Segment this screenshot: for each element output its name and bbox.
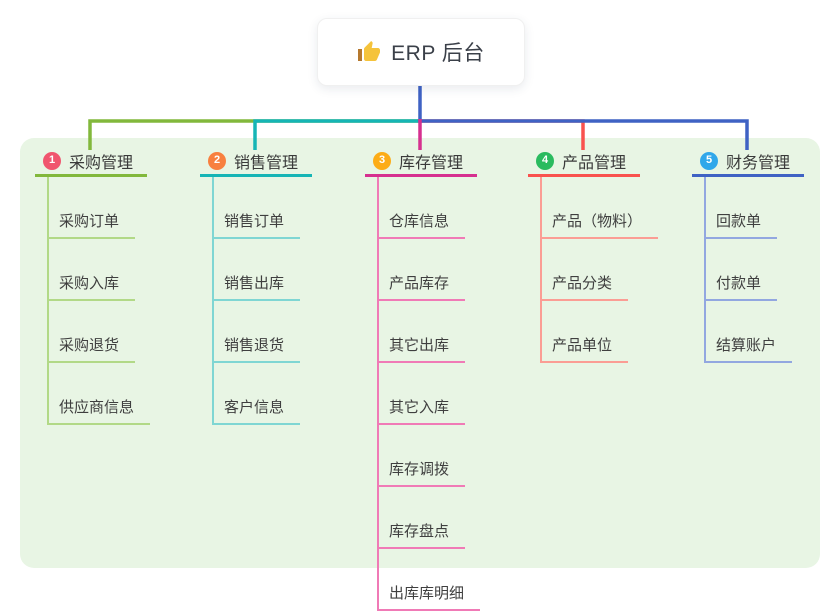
branch-title-label: 销售管理 <box>234 154 299 172</box>
branch-title-label: 产品管理 <box>562 154 627 172</box>
branch-item[interactable]: 销售退货 <box>212 301 301 363</box>
branch-item[interactable]: 产品单位 <box>540 301 629 363</box>
mindmap-background-panel <box>20 138 820 568</box>
branch-number-badge: 1 <box>43 151 61 170</box>
thumbs-up-icon <box>358 41 381 61</box>
branch-item[interactable]: 销售订单 <box>212 177 301 239</box>
branch-column-2: 2 销售管理 销售订单销售出库销售退货客户信息 <box>200 147 313 425</box>
branch-item[interactable]: 销售出库 <box>212 239 301 301</box>
branch-number-badge: 3 <box>373 151 391 170</box>
root-node[interactable]: ERP 后台 <box>317 18 525 86</box>
branch-items: 采购订单采购入库采购退货供应商信息 <box>47 177 151 425</box>
branch-title-label: 采购管理 <box>69 154 134 172</box>
branch-items: 仓库信息产品库存其它出库其它入库库存调拨库存盘点出库库明细 <box>377 177 481 611</box>
branch-column-5: 5 财务管理 回款单付款单结算账户 <box>692 147 805 363</box>
branch-items: 销售订单销售出库销售退货客户信息 <box>212 177 301 425</box>
branch-title-label: 财务管理 <box>726 154 791 172</box>
branch-item[interactable]: 采购退货 <box>47 301 136 363</box>
branch-column-1: 1 采购管理 采购订单采购入库采购退货供应商信息 <box>35 147 151 425</box>
branch-title[interactable]: 5 财务管理 <box>692 147 805 177</box>
branch-title[interactable]: 3 库存管理 <box>365 147 478 177</box>
branch-item[interactable]: 库存调拨 <box>377 425 466 487</box>
branch-item[interactable]: 其它出库 <box>377 301 466 363</box>
branch-item[interactable]: 产品（物料） <box>540 177 659 239</box>
branch-item[interactable]: 采购入库 <box>47 239 136 301</box>
branch-item[interactable]: 回款单 <box>704 177 778 239</box>
branch-number-badge: 2 <box>208 151 226 170</box>
branch-items: 回款单付款单结算账户 <box>704 177 793 363</box>
branch-column-4: 4 产品管理 产品（物料）产品分类产品单位 <box>528 147 659 363</box>
branch-item[interactable]: 出库库明细 <box>377 549 481 611</box>
branch-item[interactable]: 产品库存 <box>377 239 466 301</box>
branch-title[interactable]: 1 采购管理 <box>35 147 148 177</box>
root-title: ERP 后台 <box>391 42 485 65</box>
branch-number-badge: 5 <box>700 151 718 170</box>
branch-title-label: 库存管理 <box>399 154 464 172</box>
branch-item[interactable]: 采购订单 <box>47 177 136 239</box>
branch-title[interactable]: 2 销售管理 <box>200 147 313 177</box>
branch-column-3: 3 库存管理 仓库信息产品库存其它出库其它入库库存调拨库存盘点出库库明细 <box>365 147 481 611</box>
branch-item[interactable]: 结算账户 <box>704 301 793 363</box>
branch-item[interactable]: 其它入库 <box>377 363 466 425</box>
branch-columns: 1 采购管理 采购订单采购入库采购退货供应商信息 2 销售管理 销售订单销售出库… <box>35 147 805 611</box>
branch-item[interactable]: 仓库信息 <box>377 177 466 239</box>
branch-number-badge: 4 <box>536 151 554 170</box>
branch-item[interactable]: 客户信息 <box>212 363 301 425</box>
branch-item[interactable]: 库存盘点 <box>377 487 466 549</box>
branch-item[interactable]: 付款单 <box>704 239 778 301</box>
branch-item[interactable]: 供应商信息 <box>47 363 151 425</box>
branch-items: 产品（物料）产品分类产品单位 <box>540 177 659 363</box>
branch-item[interactable]: 产品分类 <box>540 239 629 301</box>
branch-title[interactable]: 4 产品管理 <box>528 147 641 177</box>
